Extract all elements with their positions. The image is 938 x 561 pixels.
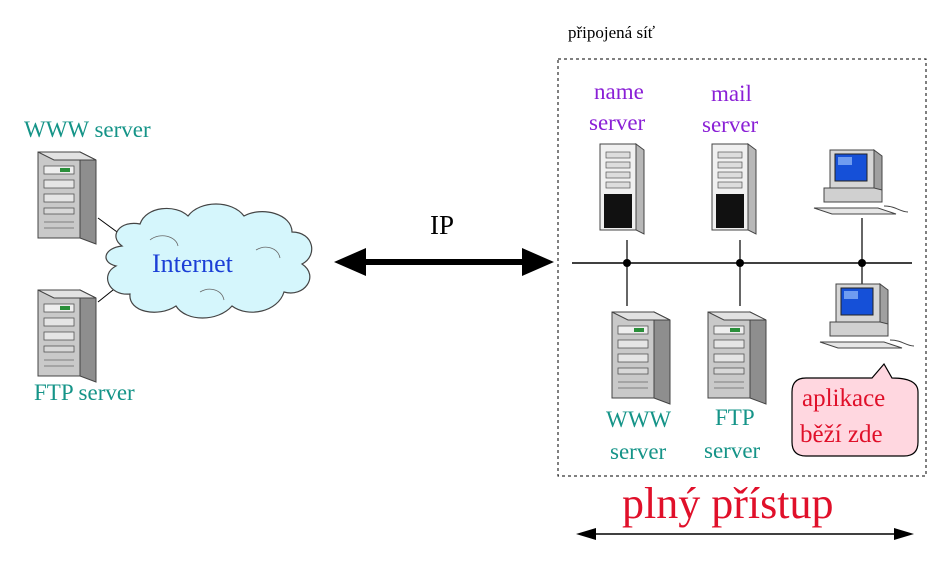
network-ftp-server-icon xyxy=(707,311,767,405)
callout-text-line1: aplikace xyxy=(802,385,886,412)
mail-server-icon xyxy=(711,143,757,235)
mail-server-label-line1: mail xyxy=(711,81,752,106)
www-server-label: WWW server xyxy=(24,117,151,142)
internet-label: Internet xyxy=(152,249,233,278)
name-server-label-line1: name xyxy=(594,79,644,104)
network-www-label-line1: WWW xyxy=(606,407,672,432)
network-www-label-line2: server xyxy=(610,439,667,464)
desktop-computer-icon xyxy=(813,149,909,215)
name-server-label-line2: server xyxy=(589,110,646,135)
bus-node xyxy=(623,259,631,267)
name-server-icon xyxy=(599,143,645,235)
ip-double-arrow-icon xyxy=(334,248,554,276)
full-access-label: plný přístup xyxy=(622,479,834,528)
full-access-arrow-icon xyxy=(576,528,914,540)
network-www-server-icon xyxy=(611,311,671,405)
callout-bubble xyxy=(791,362,919,457)
ftp-server-icon xyxy=(37,289,97,383)
mail-server-label-line2: server xyxy=(702,112,759,137)
network-boundary xyxy=(557,58,927,477)
client-computer-icon xyxy=(819,283,915,349)
network-ftp-label-line1: FTP xyxy=(715,405,755,430)
callout-text-line2: běží zde xyxy=(800,421,883,448)
bus-node xyxy=(736,259,744,267)
www-server-icon xyxy=(37,151,97,245)
bus-node xyxy=(858,259,866,267)
network-ftp-label-line2: server xyxy=(704,438,761,463)
network-title: připojená síť xyxy=(568,23,656,42)
ip-label: IP xyxy=(430,210,455,240)
ftp-server-label: FTP server xyxy=(34,380,135,405)
cloud-icon xyxy=(105,203,313,319)
